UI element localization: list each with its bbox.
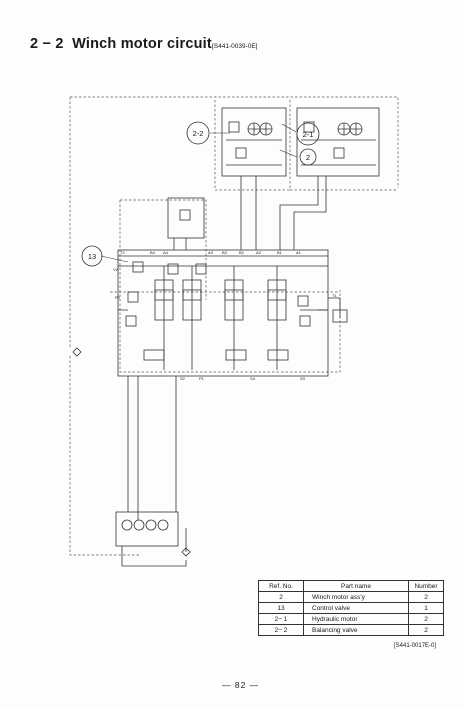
ref-no-cell: 2− 1	[258, 613, 304, 625]
number-cell: 2	[408, 613, 444, 625]
port-b2: B2	[239, 250, 245, 255]
tank-line	[318, 297, 348, 323]
port-a3: A3	[208, 250, 214, 255]
parts-table: Ref. No. Part name Number 2 Winch motor …	[258, 580, 444, 636]
port-s3: S3	[300, 376, 306, 381]
header-number: Number	[408, 580, 444, 592]
part-name-cell: Balancing valve	[303, 624, 409, 636]
callout-2-2-circle	[186, 121, 210, 145]
callout-leaders	[100, 123, 298, 263]
number-cell: 2	[408, 624, 444, 636]
ref-no-cell: 13	[258, 602, 304, 614]
port-a1: A1	[296, 250, 302, 255]
number-cell: 1	[408, 602, 444, 614]
port-b3: B3	[222, 250, 228, 255]
section-title: Winch motor circuit	[72, 36, 212, 52]
port-p1: P1	[199, 376, 205, 381]
winch-motor-left	[221, 107, 287, 250]
upper-valve-block	[167, 197, 205, 250]
part-name-cell: Winch motor ass'y	[303, 591, 409, 603]
port-labels: T2 B4 A4 A3 B3 B2 A2 B1 A1 V2 P2 T1 S2 P…	[113, 250, 337, 381]
part-name-cell: Hydraulic motor	[303, 613, 409, 625]
port-t2: T2	[120, 250, 125, 255]
control-valve	[117, 249, 329, 377]
table-row: 2− 2 Balancing valve 2	[258, 624, 444, 636]
port-p2: P2	[115, 295, 121, 300]
ref-no-cell: 2	[258, 591, 304, 603]
header-part-name: Part name	[303, 580, 409, 592]
table-row: 13 Control valve 1	[258, 602, 444, 614]
header-ref-no: Ref. No.	[258, 580, 304, 592]
port-b4: B4	[150, 250, 156, 255]
parts-table-header: Ref. No. Part name Number	[258, 580, 444, 592]
table-row: 2− 1 Hydraulic motor 2	[258, 613, 444, 625]
number-cell: 2	[408, 591, 444, 603]
section-code: [S441-0039-0E]	[211, 43, 258, 50]
section-heading: 2 − 2 Winch motor circuit[S441-0039-0E]	[30, 36, 258, 52]
part-name-cell: Control valve	[303, 602, 409, 614]
callout-circles	[81, 121, 320, 267]
port-v2: V2	[113, 267, 119, 272]
document-code: [S441-0017E-0]	[394, 643, 437, 649]
ref-no-cell: 2− 2	[258, 624, 304, 636]
callout-2-2: 2-2	[193, 129, 204, 138]
callout-13: 13	[88, 252, 96, 261]
callout-2-1-circle	[296, 122, 320, 146]
port-s4: S4	[250, 376, 256, 381]
port-a2: A2	[256, 250, 262, 255]
page-number: — 82 —	[222, 680, 260, 690]
callout-2-circle	[299, 148, 317, 166]
section-number: 2 − 2	[30, 36, 64, 52]
port-t1: T1	[332, 293, 337, 298]
port-a4: A4	[163, 250, 169, 255]
callout-2-1: 2-1	[303, 130, 314, 139]
port-s2: S2	[180, 376, 186, 381]
table-row: 2 Winch motor ass'y 2	[258, 591, 444, 603]
supply-lines	[127, 376, 177, 520]
pump-unit	[72, 347, 191, 567]
callout-2: 2	[306, 153, 310, 162]
winch-motor-right	[279, 107, 380, 250]
callout-13-circle	[81, 245, 103, 267]
port-b1: B1	[277, 250, 283, 255]
